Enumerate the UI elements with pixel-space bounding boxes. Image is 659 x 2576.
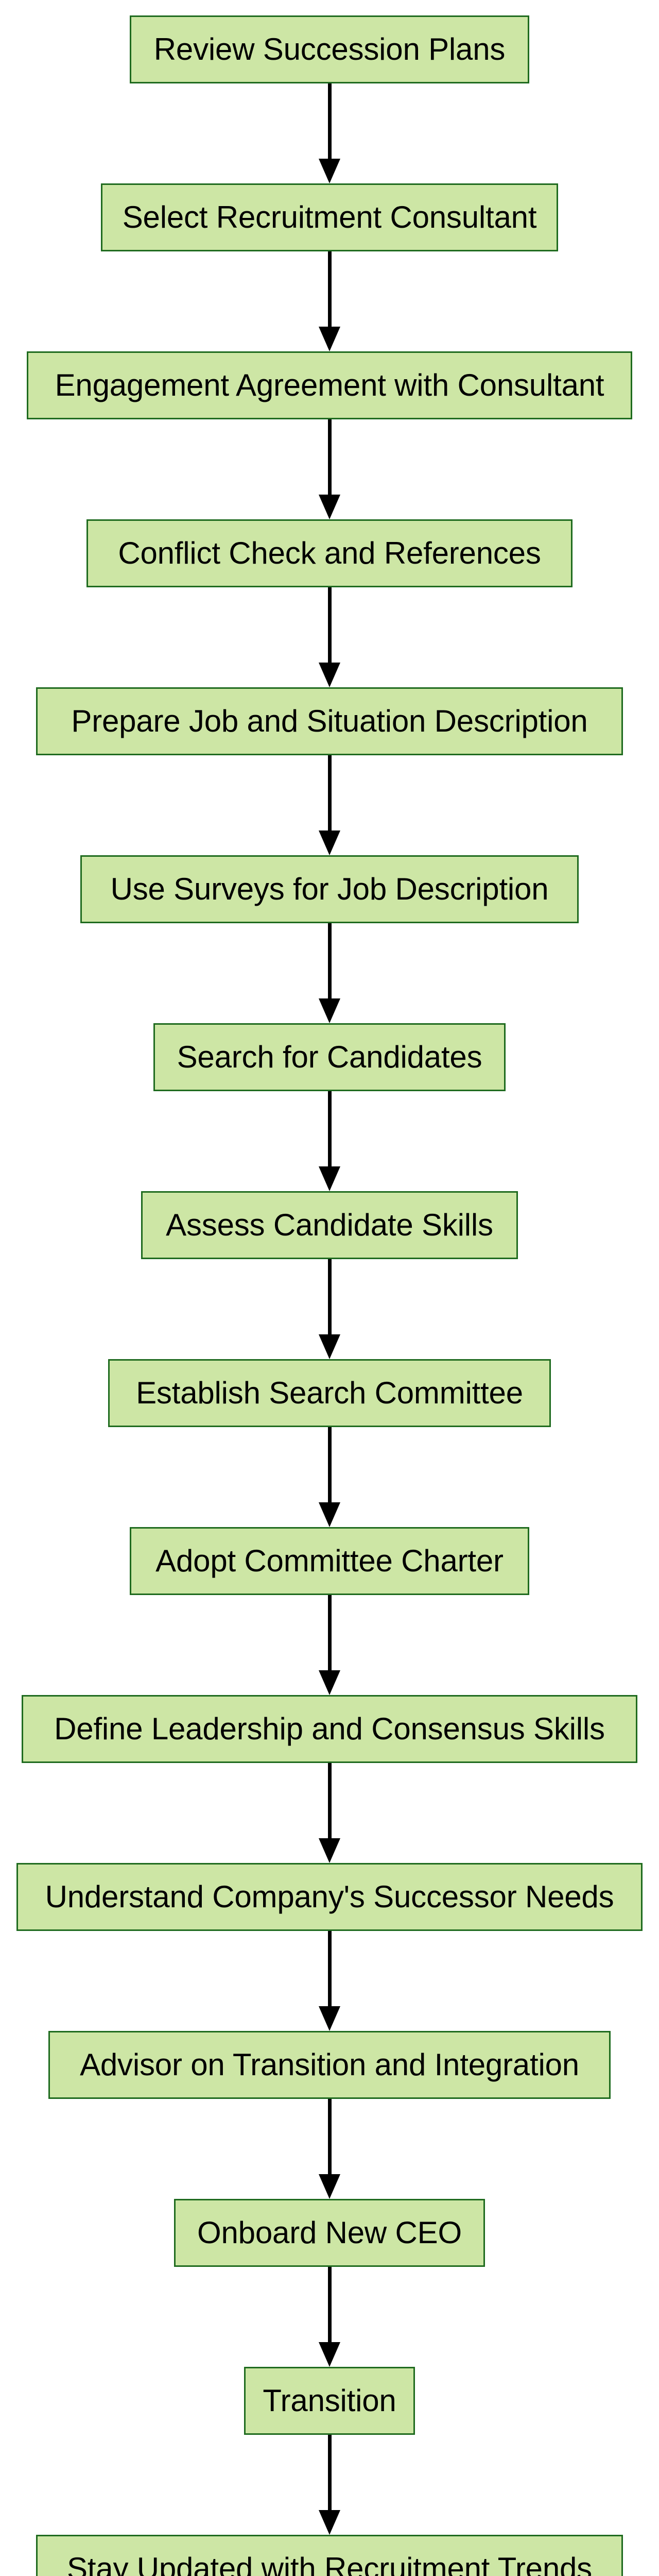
flow-node-n3[interactable]: Engagement Agreement with Consultant [27,351,632,419]
arrowhead-down-icon [319,159,340,183]
flow-node-n5[interactable]: Prepare Job and Situation Description [36,687,623,755]
flow-node-n13[interactable]: Advisor on Transition and Integration [48,2031,611,2099]
flow-node-label: Review Succession Plans [153,32,506,66]
flow-node-label: Understand Company's Successor Needs [45,1879,614,1914]
flow-node-n2[interactable]: Select Recruitment Consultant [101,183,558,251]
flow-node-label: Use Surveys for Job Description [110,872,549,906]
flow-node-n14[interactable]: Onboard New CEO [174,2199,485,2267]
flow-node-n12[interactable]: Understand Company's Successor Needs [16,1863,643,1931]
edge-line [327,1091,332,1167]
edge-line [327,1427,332,1503]
edge-line [327,2435,332,2511]
edge-line [327,1931,332,2007]
flow-node-label: Advisor on Transition and Integration [80,2047,579,2082]
flow-node-n1[interactable]: Review Succession Plans [130,15,529,83]
flow-node-n11[interactable]: Define Leadership and Consensus Skills [22,1695,637,1763]
flow-node-label: Transition [263,2383,396,2418]
flow-node-n6[interactable]: Use Surveys for Job Description [80,855,579,923]
flow-node-label: Search for Candidates [177,1040,482,1074]
edge-line [327,1259,332,1335]
edge-line [327,83,332,160]
flow-node-label: Conflict Check and References [118,536,541,570]
arrowhead-down-icon [319,2174,340,2199]
flow-node-label: Establish Search Committee [136,1376,523,1410]
arrowhead-down-icon [319,495,340,519]
flow-node-n15[interactable]: Transition [244,2367,415,2435]
arrowhead-down-icon [319,2342,340,2367]
flow-node-n7[interactable]: Search for Candidates [153,1023,506,1091]
flow-node-n16[interactable]: Stay Updated with Recruitment Trends [36,2535,623,2576]
arrowhead-down-icon [319,1502,340,1527]
edge-line [327,923,332,999]
edge-line [327,2267,332,2343]
flow-node-label: Adopt Committee Charter [155,1544,504,1578]
arrowhead-down-icon [319,998,340,1023]
edge-line [327,251,332,328]
arrowhead-down-icon [319,1838,340,1863]
flow-node-label: Onboard New CEO [197,2215,462,2250]
flow-node-n8[interactable]: Assess Candidate Skills [141,1191,518,1259]
flow-node-label: Define Leadership and Consensus Skills [54,1711,605,1746]
flow-node-label: Stay Updated with Recruitment Trends [67,2551,592,2576]
edge-line [327,755,332,832]
flow-node-n4[interactable]: Conflict Check and References [86,519,573,587]
arrowhead-down-icon [319,1670,340,1695]
arrowhead-down-icon [319,663,340,687]
edge-line [327,1595,332,1671]
flow-node-n10[interactable]: Adopt Committee Charter [130,1527,529,1595]
edge-line [327,587,332,664]
edge-line [327,1763,332,1839]
flow-node-label: Assess Candidate Skills [166,1208,493,1242]
arrowhead-down-icon [319,327,340,351]
arrowhead-down-icon [319,2006,340,2031]
edge-line [327,419,332,496]
edge-line [327,2099,332,2175]
arrowhead-down-icon [319,1334,340,1359]
arrowhead-down-icon [319,2510,340,2535]
flow-node-label: Engagement Agreement with Consultant [55,368,604,402]
flow-node-label: Prepare Job and Situation Description [71,704,588,738]
arrowhead-down-icon [319,831,340,855]
flow-node-n9[interactable]: Establish Search Committee [108,1359,551,1427]
flow-node-label: Select Recruitment Consultant [122,200,537,234]
arrowhead-down-icon [319,1166,340,1191]
